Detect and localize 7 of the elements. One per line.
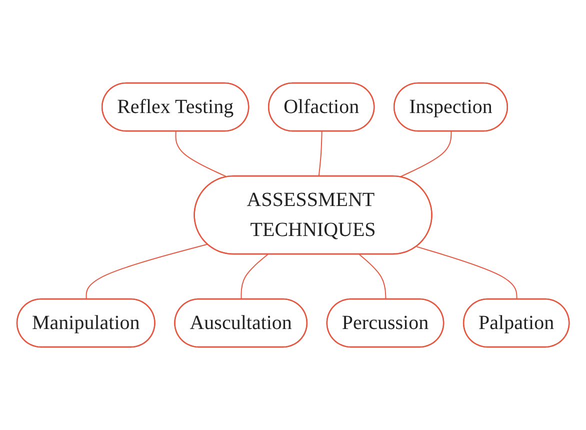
connector (175, 131, 228, 178)
connector (86, 244, 208, 300)
connector (318, 131, 322, 177)
connector (416, 246, 518, 300)
connector (358, 254, 386, 300)
connector (399, 131, 452, 178)
connector (240, 254, 268, 300)
